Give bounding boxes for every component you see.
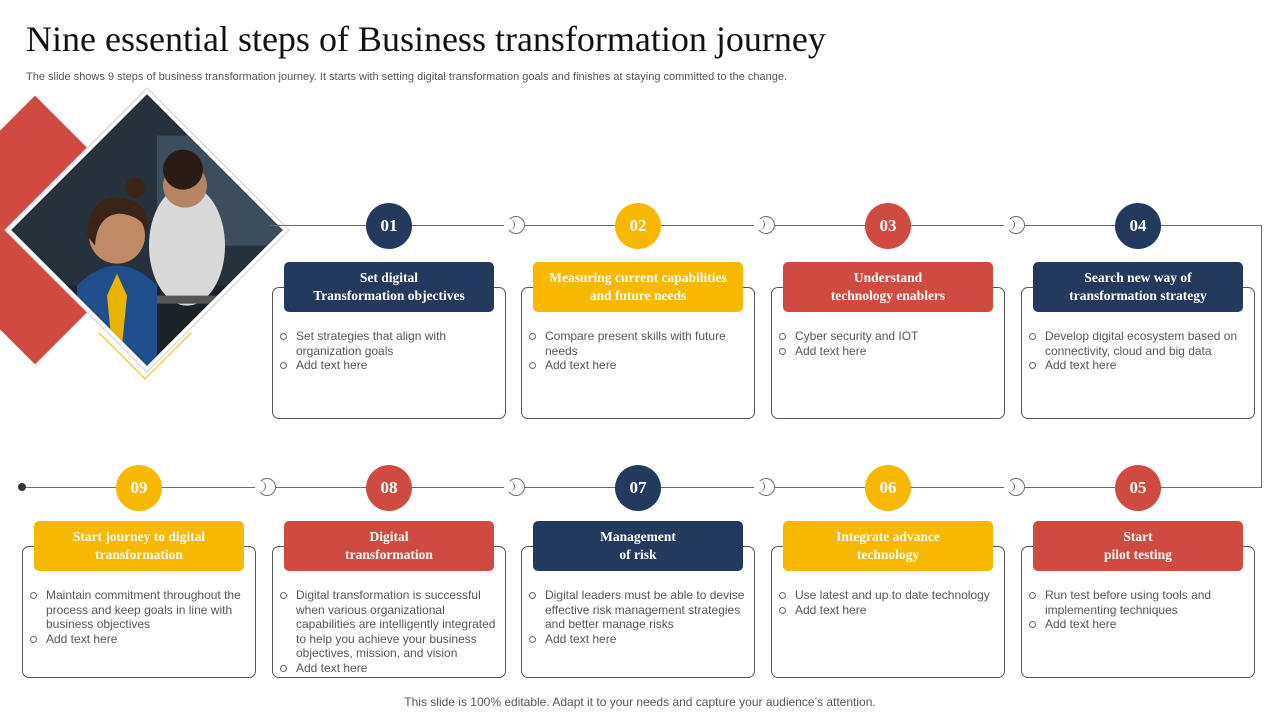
step-number-05: 05: [1115, 465, 1161, 511]
bullet-item: Use latest and up to date technology: [771, 588, 1003, 603]
slide-subtitle: The slide shows 9 steps of business tran…: [26, 71, 788, 83]
bullet-item: Add text here: [272, 358, 504, 373]
step-heading-09: Start journey to digital transformation: [34, 521, 244, 571]
step-number-01: 01: [366, 203, 412, 249]
step-number-04: 04: [1115, 203, 1161, 249]
step-bullets-08: Digital transformation is successful whe…: [272, 588, 504, 675]
timeline-joint: [504, 478, 525, 496]
step-bullets-01: Set strategies that align with organizat…: [272, 329, 504, 373]
bullet-item: Develop digital ecosystem based on conne…: [1021, 329, 1253, 358]
step-bullets-09: Maintain commitment throughout the proce…: [22, 588, 254, 646]
step-bullets-05: Run test before using tools and implemen…: [1021, 588, 1253, 632]
step-number-06: 06: [865, 465, 911, 511]
step-number-02: 02: [615, 203, 661, 249]
bullet-item: Set strategies that align with organizat…: [272, 329, 504, 358]
bullet-item: Add text here: [1021, 617, 1253, 632]
timeline-joint: [1004, 216, 1025, 234]
step-heading-05: Start pilot testing: [1033, 521, 1243, 571]
step-number-09: 09: [116, 465, 162, 511]
bullet-item: Add text here: [22, 632, 254, 647]
step-heading-04: Search new way of transformation strateg…: [1033, 262, 1243, 312]
step-heading-07: Management of risk: [533, 521, 743, 571]
step-heading-08: Digital transformation: [284, 521, 494, 571]
bullet-item: Compare present skills with future needs: [521, 329, 753, 358]
step-heading-02: Measuring current capabilities and futur…: [533, 262, 743, 312]
step-number-08: 08: [366, 465, 412, 511]
bullet-item: Cyber security and IOT: [771, 329, 1003, 344]
step-bullets-04: Develop digital ecosystem based on conne…: [1021, 329, 1253, 373]
bullet-item: Add text here: [771, 344, 1003, 359]
timeline-joint: [754, 216, 775, 234]
step-heading-06: Integrate advance technology: [783, 521, 993, 571]
bullet-item: Maintain commitment throughout the proce…: [22, 588, 254, 632]
bullet-item: Add text here: [521, 358, 753, 373]
bullet-item: Add text here: [771, 603, 1003, 618]
step-heading-03: Understand technology enablers: [783, 262, 993, 312]
timeline-joint: [1004, 478, 1025, 496]
bullet-item: Digital leaders must be able to devise e…: [521, 588, 753, 632]
bullet-item: Add text here: [1021, 358, 1253, 373]
step-number-07: 07: [615, 465, 661, 511]
bullet-item: Run test before using tools and implemen…: [1021, 588, 1253, 617]
bullet-item: Digital transformation is successful whe…: [272, 588, 504, 661]
timeline-end-dot: [18, 483, 26, 491]
step-number-03: 03: [865, 203, 911, 249]
timeline-joint: [754, 478, 775, 496]
bullet-item: Add text here: [272, 661, 504, 676]
slide-title: Nine essential steps of Business transfo…: [26, 19, 826, 59]
timeline-joint: [255, 478, 276, 496]
bullet-item: Add text here: [521, 632, 753, 647]
timeline-joint: [504, 216, 525, 234]
step-bullets-07: Digital leaders must be able to devise e…: [521, 588, 753, 646]
step-heading-01: Set digital Transformation objectives: [284, 262, 494, 312]
slide-footer: This slide is 100% editable. Adapt it to…: [404, 695, 876, 709]
timeline-connector: [1261, 225, 1262, 487]
step-bullets-02: Compare present skills with future needs…: [521, 329, 753, 373]
